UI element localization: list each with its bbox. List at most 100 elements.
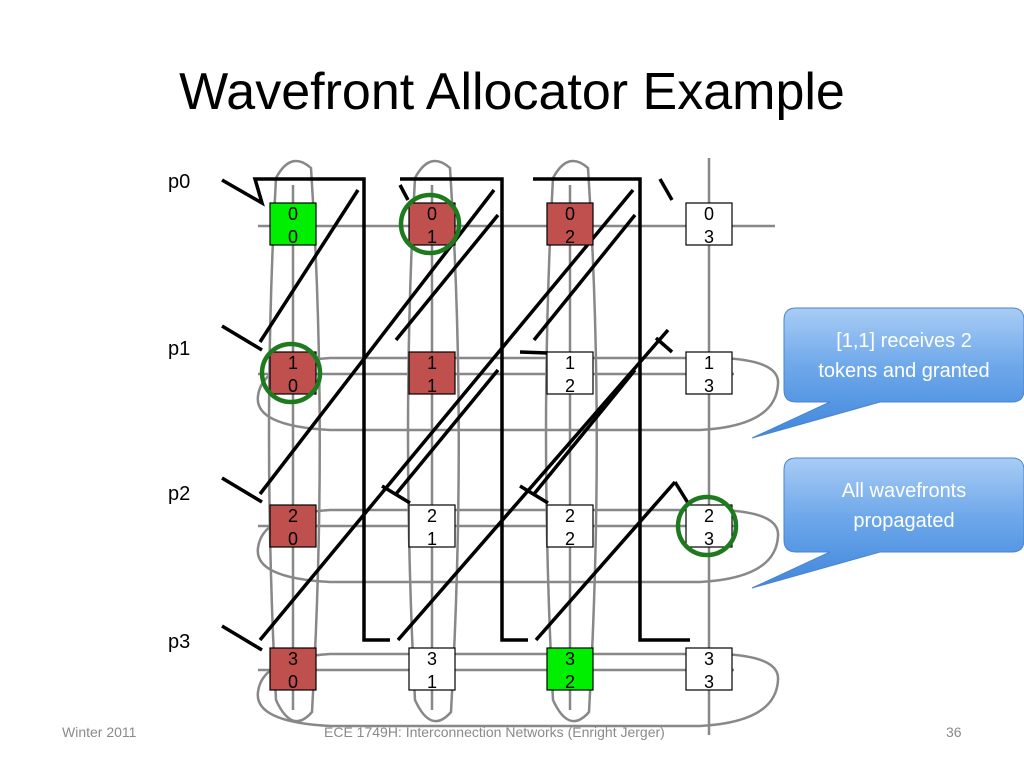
cell-row-index: 3 — [565, 649, 575, 669]
notch-2-3 — [673, 481, 690, 504]
column-loop-2 — [544, 159, 598, 723]
cell-box-empty — [685, 504, 733, 548]
wavefront-diagonal-i — [532, 368, 637, 496]
footer-page-number: 36 — [946, 724, 962, 740]
cell-3-0: 30 — [269, 647, 317, 692]
highlight-circle-1-0 — [259, 341, 323, 405]
cell-box-empty — [408, 647, 456, 691]
cell-box-empty — [408, 504, 456, 548]
cell-box-requested — [269, 504, 317, 548]
notch-1-2 — [519, 350, 549, 355]
wavefront-diagonal-g — [532, 213, 637, 342]
cell-col-index: 1 — [427, 376, 437, 396]
cell-2-0: 20 — [269, 504, 317, 549]
wavefront-diagonal-d — [396, 328, 670, 642]
cell-col-index: 2 — [565, 376, 575, 396]
cell-col-index: 2 — [565, 529, 575, 549]
cell-row-index: 1 — [704, 353, 714, 373]
cell-1-2: 12 — [546, 351, 594, 396]
cell-3-3: 33 — [685, 647, 733, 692]
column-loop-1 — [406, 159, 460, 723]
cell-row-index: 1 — [288, 353, 298, 373]
cell-col-index: 0 — [288, 529, 298, 549]
cell-1-3: 13 — [685, 351, 733, 396]
cell-col-index: 1 — [427, 529, 437, 549]
cell-row-index: 0 — [427, 204, 437, 224]
cell-2-1: 21 — [408, 504, 456, 549]
cell-box-requested — [269, 351, 317, 395]
slide-title: Wavefront Allocator Example — [179, 63, 845, 121]
feed-line-2 — [533, 177, 690, 642]
cell-row-index: 1 — [427, 353, 437, 373]
cell-row-index: 3 — [704, 649, 714, 669]
cell-row-index: 2 — [565, 506, 575, 526]
footer-course: ECE 1749H: Interconnection Networks (Enr… — [324, 724, 665, 740]
feed-line-1 — [398, 177, 528, 642]
callout-granted-bubble — [751, 307, 1024, 439]
cell-box-requested — [269, 647, 317, 691]
cell-col-index: 1 — [427, 672, 437, 692]
row-label-p0: p0 — [168, 171, 190, 193]
cell-box-requested — [408, 202, 456, 246]
cell-col-index: 3 — [704, 529, 714, 549]
cell-col-index: 3 — [704, 227, 714, 247]
callout-granted-line-2: tokens and granted — [818, 360, 989, 382]
cell-col-index: 1 — [427, 227, 437, 247]
cell-0-3: 03 — [685, 202, 733, 247]
wavefront-diagonal-a — [258, 189, 360, 343]
cell-0-2: 02 — [546, 202, 594, 247]
cell-col-index: 0 — [288, 376, 298, 396]
cell-box-granted — [546, 647, 594, 691]
notch-2-2 — [519, 484, 549, 505]
cell-row-index: 2 — [288, 506, 298, 526]
cell-row-index: 0 — [704, 204, 714, 224]
wavefront-diagonal-c — [258, 188, 635, 642]
highlight-circles — [259, 192, 739, 558]
cell-row-index: 3 — [427, 649, 437, 669]
notch-2-1 — [381, 484, 411, 505]
callout-propagated: All wavefronts propagated — [751, 457, 1024, 589]
token-lines — [221, 177, 690, 652]
cell-box-empty — [685, 647, 733, 691]
cell-0-1: 01 — [408, 202, 456, 247]
cell-3-1: 31 — [408, 647, 456, 692]
input-line-p2 — [221, 476, 263, 504]
cell-row-index: 0 — [288, 204, 298, 224]
callout-granted: [1,1] receives 2 tokens and granted — [751, 307, 1024, 439]
callout-propagated-bubble — [751, 457, 1024, 589]
cell-col-index: 2 — [565, 672, 575, 692]
cell-box-requested — [408, 351, 456, 395]
column-loop-0 — [267, 159, 321, 723]
callout-propagated-line-1: All wavefronts — [842, 480, 967, 502]
cell-1-0: 10 — [269, 351, 317, 396]
wavefront-diagonal-h — [394, 368, 500, 496]
cell-box-empty — [685, 351, 733, 395]
cell-1-1: 11 — [408, 351, 456, 396]
row-label-p1: p1 — [168, 338, 190, 360]
cell-3-2: 32 — [546, 647, 594, 692]
cell-box-requested — [546, 202, 594, 246]
cell-row-index: 1 — [565, 353, 575, 373]
notch-1-3 — [654, 336, 674, 354]
cell-row-index: 0 — [565, 204, 575, 224]
callout-granted-line-1: [1,1] receives 2 — [836, 330, 972, 352]
row-label-p3: p3 — [168, 631, 190, 653]
wavefront-diagonal-f — [394, 213, 500, 342]
feed-line-3 — [658, 178, 674, 201]
cell-box-granted — [269, 202, 317, 246]
input-line-p1 — [221, 324, 263, 352]
input-line-p0 — [221, 177, 390, 642]
cell-col-index: 0 — [288, 672, 298, 692]
cell-row-index: 2 — [704, 506, 714, 526]
highlight-circle-0-1 — [398, 192, 462, 256]
cell-col-index: 2 — [565, 227, 575, 247]
cell-col-index: 3 — [704, 672, 714, 692]
callout-propagated-line-2: propagated — [853, 510, 954, 532]
cell-row-index: 3 — [288, 649, 298, 669]
wavefront-diagonal-e — [534, 480, 677, 642]
cell-box-empty — [685, 202, 733, 246]
cell-col-index: 3 — [704, 376, 714, 396]
